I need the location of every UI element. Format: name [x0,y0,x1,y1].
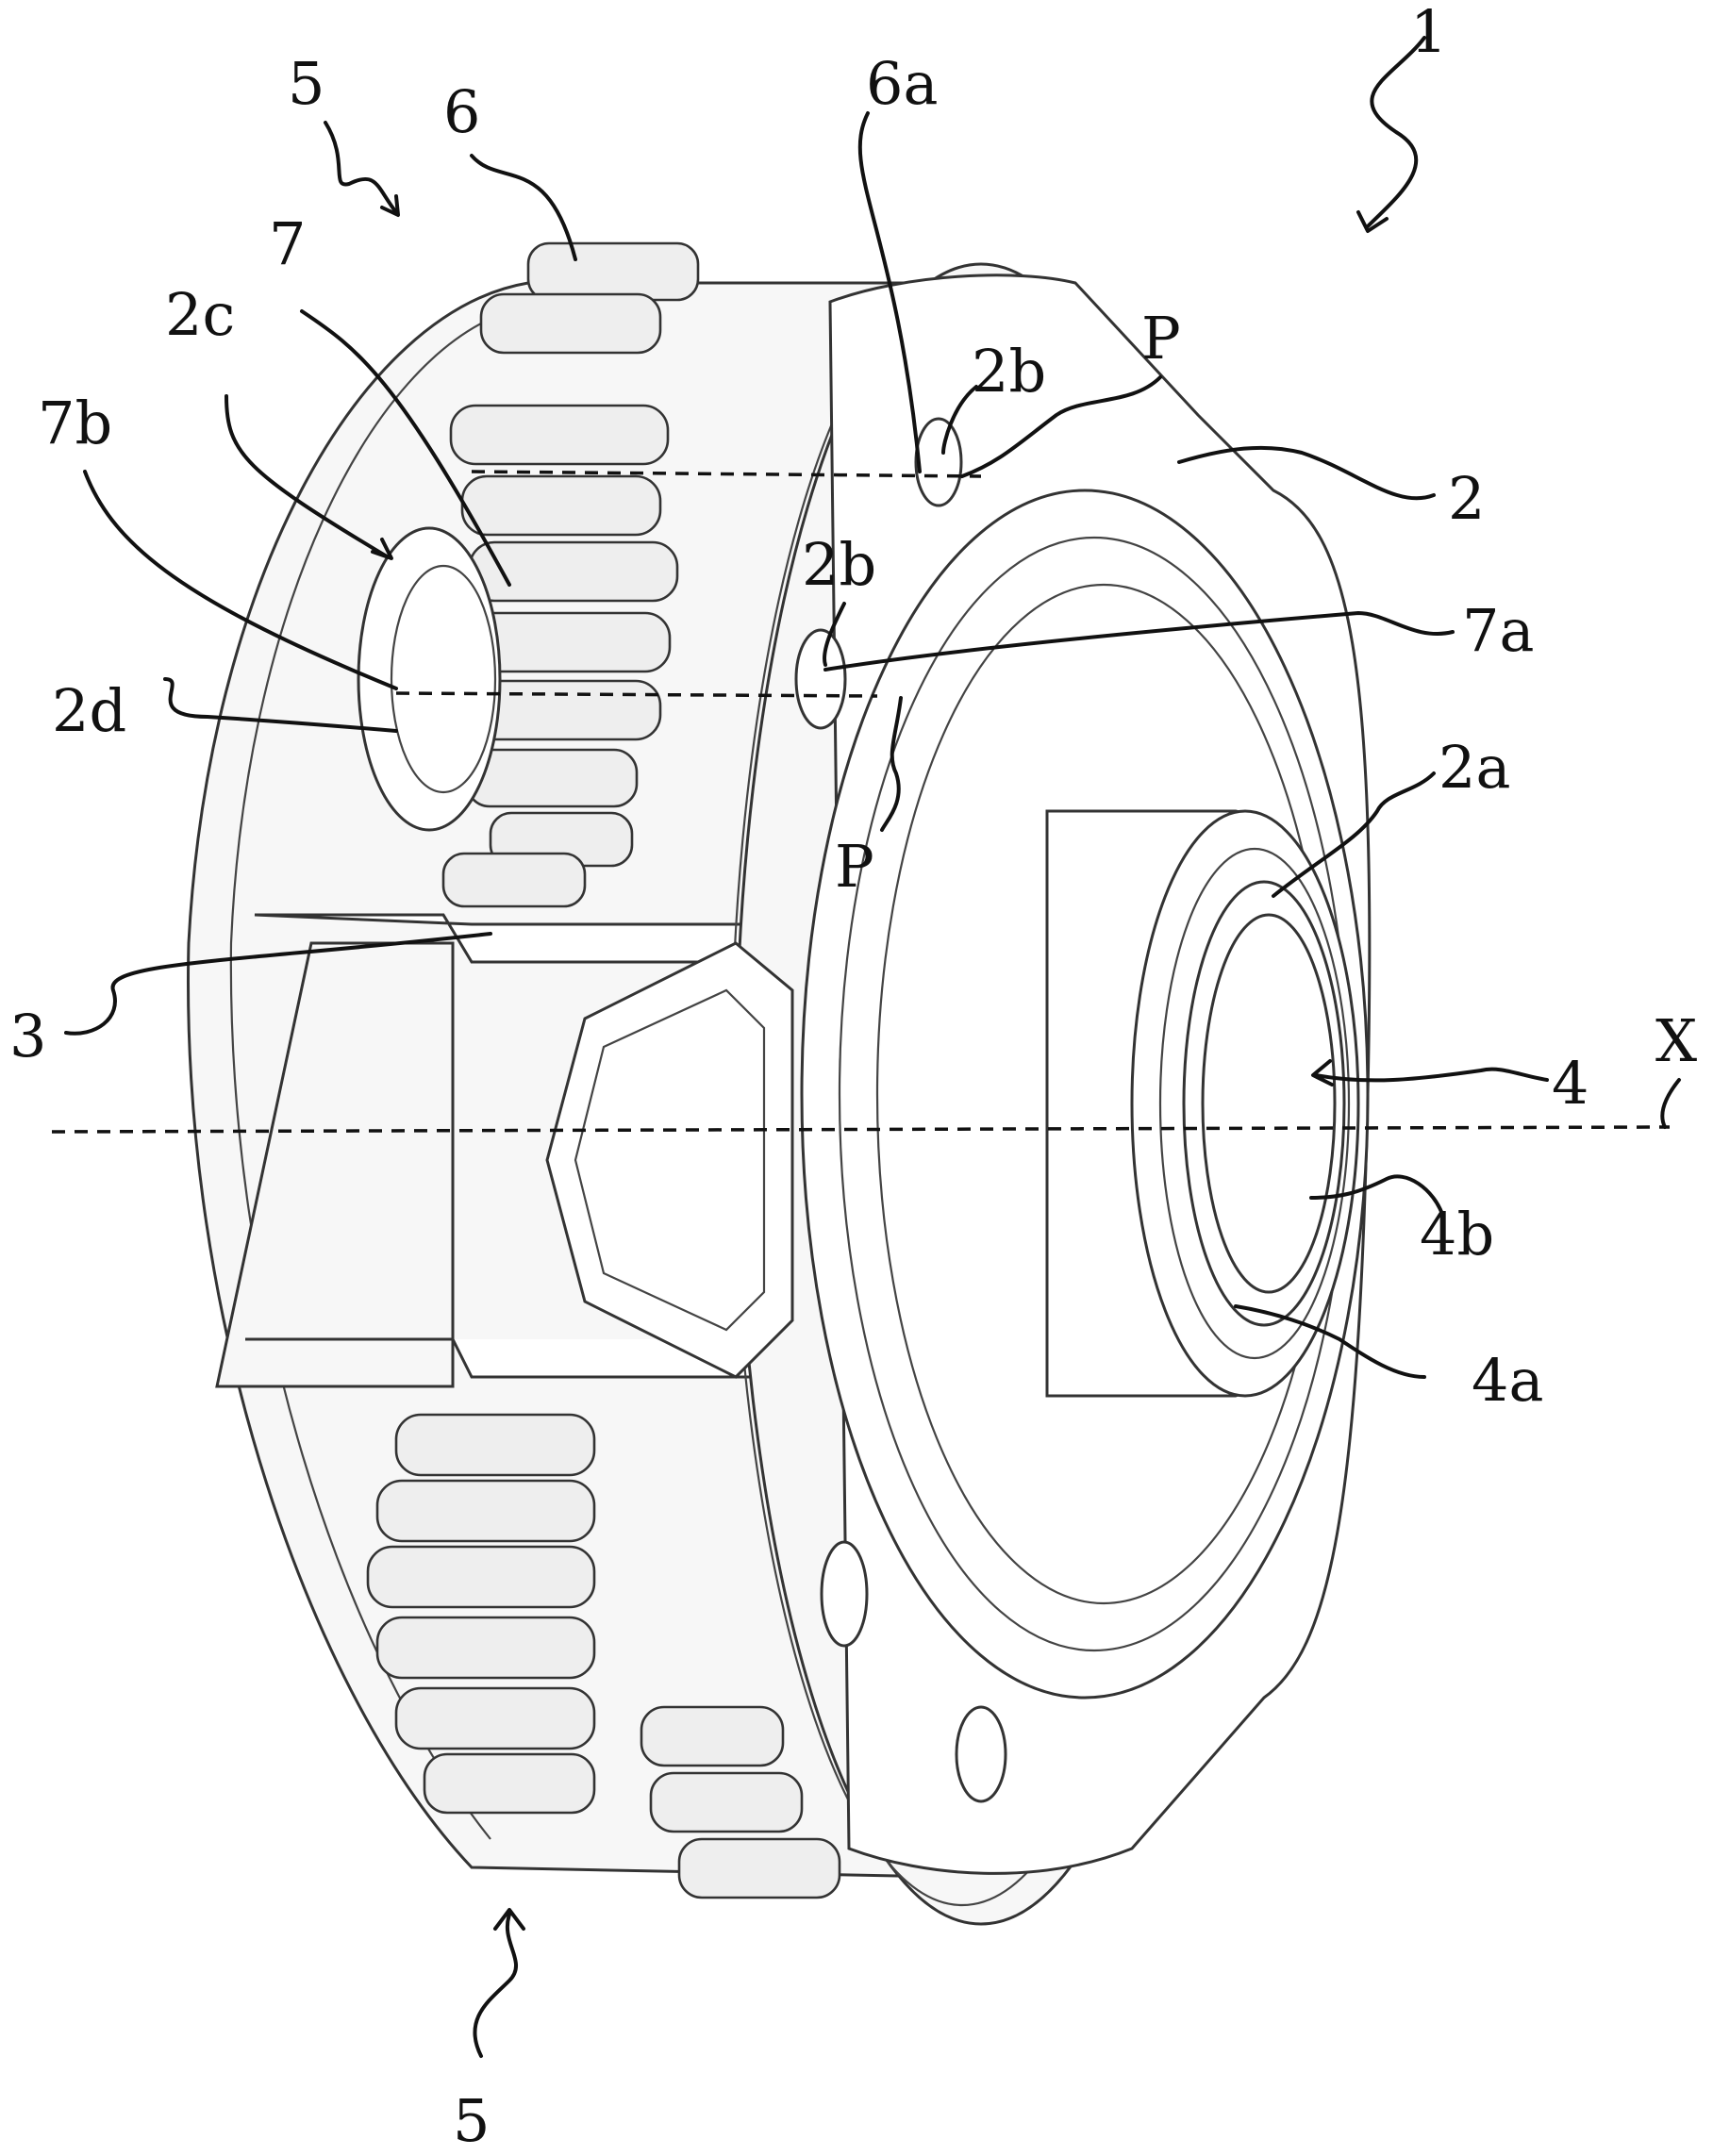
gear-tooth [424,1754,594,1813]
label-7a: 7a [1462,596,1534,665]
label-2b-lower: 2b [802,530,876,599]
gear-tooth [462,476,660,535]
pin-boss-2c [358,528,500,830]
label-2b-upper: 2b [972,337,1046,406]
gear-tooth [641,1707,783,1766]
gear-tooth [679,1839,840,1898]
label-4b: 4b [1420,1200,1494,1269]
label-5-top: 5 [288,49,324,118]
label-X: X [1655,1006,1697,1075]
label-3: 3 [9,1002,46,1070]
label-2d: 2d [52,676,126,745]
leader-5-top [325,123,396,212]
gear-tooth [451,406,668,464]
gear-tooth [651,1773,802,1832]
leader-1 [1368,38,1424,226]
label-7b: 7b [38,389,112,457]
label-4: 4 [1552,1049,1588,1118]
gear-tooth [396,1688,594,1749]
shaft-4b-bore [1203,915,1335,1292]
hole-2b-upper [916,419,961,506]
gear-tooth [368,1547,594,1607]
leader-X [1662,1080,1679,1127]
label-P-lower: P [835,832,874,901]
label-1: 1 [1410,0,1447,66]
bolt-hole-lower-right [956,1707,1006,1801]
bolt-hole-lower-left [822,1542,867,1646]
gear-tooth [481,294,660,353]
gear-tooth [467,750,637,806]
label-6: 6 [443,77,480,146]
label-7: 7 [269,209,306,278]
label-P-upper: P [1141,304,1181,373]
gear-tooth [396,1415,594,1475]
gear-tooth [377,1617,594,1678]
gear-tooth [377,1481,594,1541]
label-2c: 2c [165,280,235,349]
label-6a: 6a [866,49,938,118]
gear-tooth [528,243,698,300]
gear-tooth [443,854,585,906]
label-2: 2 [1448,464,1485,533]
leader-5-bottom [474,1915,516,2056]
label-4a: 4a [1472,1346,1543,1415]
label-5-bottom: 5 [453,2086,490,2151]
label-2a: 2a [1439,733,1510,802]
hole-2b-lower [796,630,845,728]
